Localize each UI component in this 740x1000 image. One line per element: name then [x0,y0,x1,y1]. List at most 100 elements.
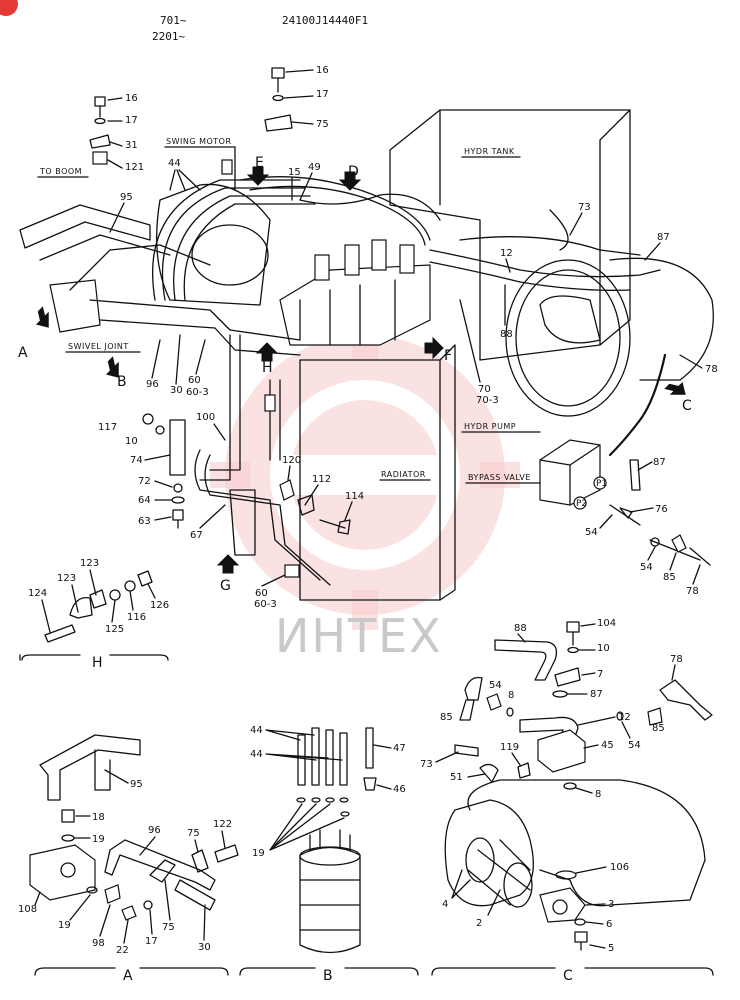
pn-a-9: 30 [198,942,211,953]
pn-main-17: 70-3 [476,395,499,406]
main-part-callouts: 16 17 31 121 16 17 75 44 15 49 95 73 12 … [89,65,718,610]
pn-main-22: 100 [196,412,215,423]
pn-c-19: 106 [610,862,629,873]
pn-a-6: 22 [116,945,129,956]
pn-main-33: 87 [653,457,666,468]
pn-c-8: 12 [618,712,631,723]
pn-main-3: 121 [125,162,144,173]
pn-main-31: 112 [312,474,331,485]
pn-main-12: 12 [500,248,513,259]
pn-c-14: 54 [628,740,641,751]
pn-main-24: 10 [125,436,138,447]
pn-main-32: 114 [345,491,364,502]
pn-main-38: 78 [686,586,699,597]
pn-main-39: 60 [255,588,268,599]
pn-c-2: 10 [597,643,610,654]
pn-a-10: 96 [148,825,161,836]
label-swivel-joint: SWIVEL JOINT [68,342,129,351]
pn-main-1: 17 [125,115,138,126]
pn-a-0: 95 [130,779,143,790]
pn-main-13: 87 [657,232,670,243]
pn-c-10: 85 [652,723,665,734]
detail-h-label: H [92,655,103,671]
pn-main-16: 70 [478,384,491,395]
pn-c-11: 73 [420,759,433,770]
pn-main-6: 75 [316,119,329,130]
bypass-valve: P1 P2 [539,439,711,566]
view-letter-b: B [117,374,127,390]
pn-c-7: 87 [590,689,603,700]
pn-a-7: 17 [145,936,158,947]
pn-main-2: 31 [125,140,138,151]
pn-c-3: 7 [597,669,603,680]
pn-main-27: 64 [138,495,151,506]
pn-main-29: 67 [190,530,203,541]
pn-a-8: 75 [162,922,175,933]
pn-h-2: 123 [80,558,99,569]
pn-main-9: 49 [308,162,321,173]
corner-badge [0,0,18,16]
view-letter-h: H [262,360,273,376]
view-letter-d: D [348,164,359,180]
pn-c-1: 104 [597,618,616,629]
pn-c-15: 51 [450,772,463,783]
pn-c-22: 5 [608,943,614,954]
pn-main-20: 60 [188,375,201,386]
pn-c-18: 2 [476,918,482,929]
pn-b-4: 19 [252,848,265,859]
pn-main-28: 63 [138,516,151,527]
pn-main-19: 30 [170,385,183,396]
pn-a-11: 75 [187,828,200,839]
pn-main-21: 60-3 [186,387,209,398]
detail-c-label: C [563,968,573,984]
pn-main-25: 74 [130,455,143,466]
pn-h-3: 125 [105,624,124,635]
view-arrows [35,166,686,574]
pn-main-26: 72 [138,476,151,487]
serial-range-2: 2201~ [152,30,185,43]
view-letter-a: A [18,345,28,361]
detail-c: 88 104 10 7 85 54 8 87 12 78 85 73 119 4 [420,618,714,984]
pn-c-0: 88 [514,623,527,634]
label-to-boom: TO BOOM [39,167,82,176]
label-hydr-pump: HYDR PUMP [464,422,516,431]
pn-main-34: 76 [655,504,668,515]
pn-main-4: 16 [316,65,329,76]
pn-c-9: 78 [670,654,683,665]
swivel-joint-block [49,279,101,333]
port-p2: P2 [576,499,587,509]
pn-c-5: 54 [489,680,502,691]
label-bypass-valve: BYPASS VALVE [468,473,531,482]
hydr-pump-flywheel [505,259,631,417]
pn-c-4: 85 [440,712,453,723]
part-code: 24100J14440F1 [282,14,368,27]
pn-a-5: 98 [92,938,105,949]
pn-main-30: 120 [282,455,301,466]
pn-main-15: 78 [705,364,718,375]
label-swing-motor: SWING MOTOR [166,137,232,146]
pn-c-17: 4 [442,899,448,910]
label-hydr-tank: HYDR TANK [464,147,515,156]
pn-h-0: 124 [28,588,47,599]
pn-main-7: 44 [168,158,181,169]
pn-c-16: 8 [595,789,601,800]
pn-main-11: 73 [578,202,591,213]
pn-main-8: 15 [288,167,301,178]
port-p1: P1 [596,479,607,489]
watermark-gear-logo [210,320,520,630]
pn-h-5: 126 [150,600,169,611]
pn-main-23: 117 [98,422,117,433]
view-letter-g: G [220,578,231,594]
serial-range-1: 701~ [160,14,187,27]
pn-a-12: 122 [213,819,232,830]
pn-main-40: 60-3 [254,599,277,610]
pn-c-21: 6 [606,919,612,930]
watermark-text: ИНТЕХ [275,609,443,663]
pn-main-10: 95 [120,192,133,203]
pn-c-6: 8 [508,690,514,701]
main-assembly [19,109,714,601]
detail-a-label: A [123,968,133,984]
pn-a-1: 18 [92,812,105,823]
